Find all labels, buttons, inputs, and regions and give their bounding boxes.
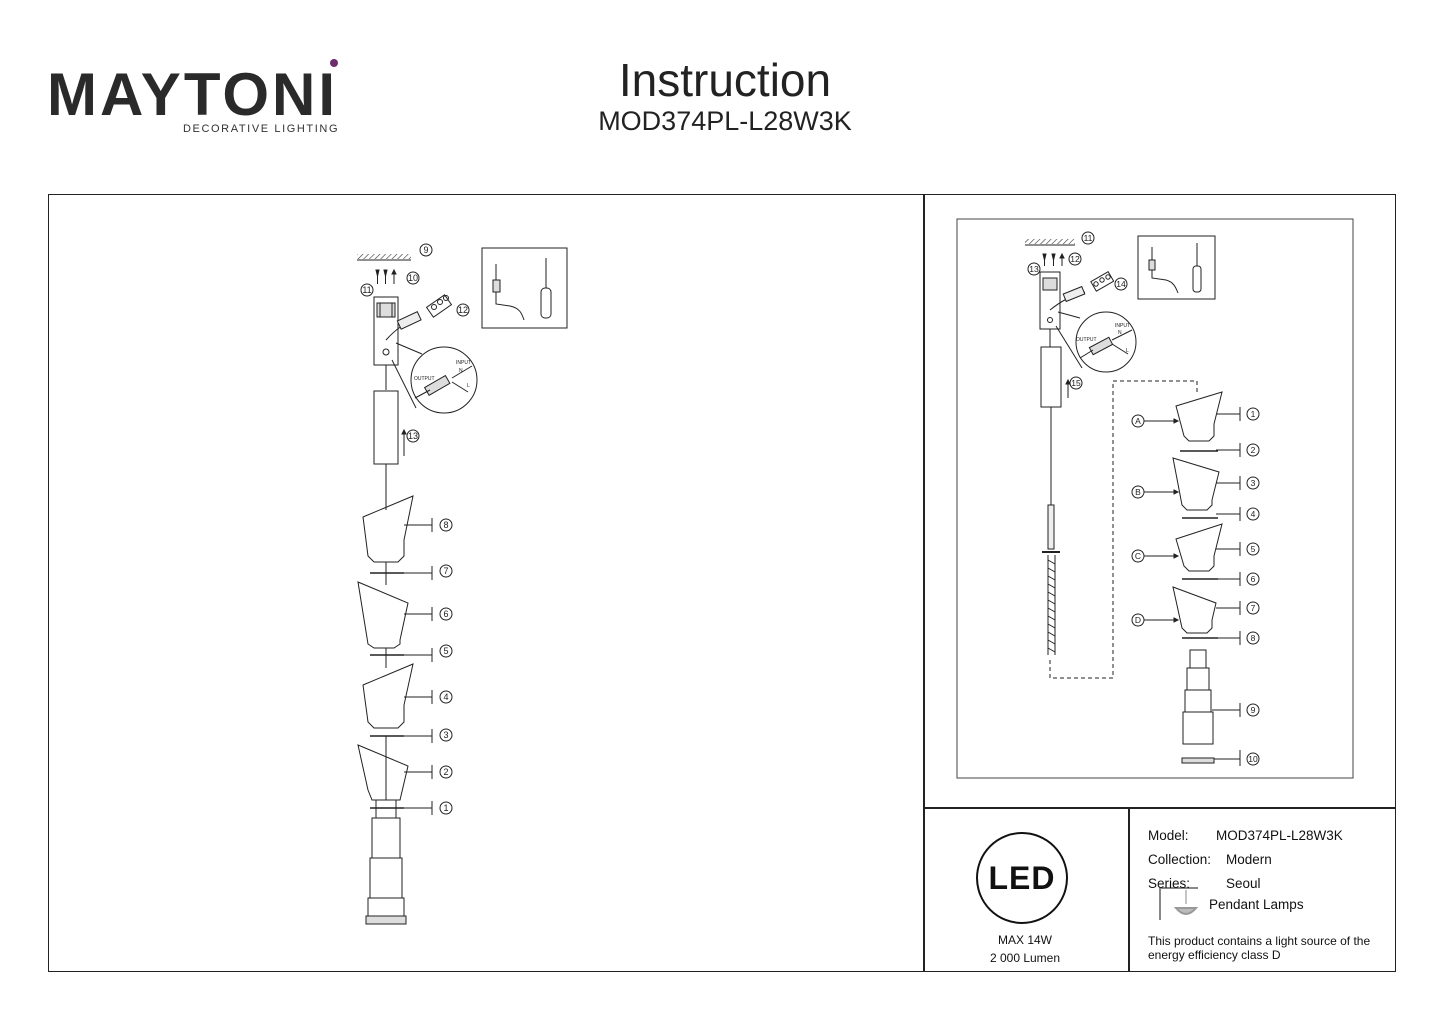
spec-collection-value: Modern bbox=[1226, 852, 1272, 867]
brand-tagline: DECORATIVE LIGHTING bbox=[183, 123, 340, 135]
left-label-7: 7 bbox=[443, 566, 448, 576]
left-shade-2 bbox=[357, 581, 409, 649]
left-label-10: 10 bbox=[408, 273, 418, 283]
right-label-15: 15 bbox=[1071, 378, 1081, 388]
spec-series-label: Series: bbox=[1148, 876, 1191, 891]
led-badge-text: LED bbox=[988, 860, 1056, 896]
right-shade-a bbox=[1175, 391, 1223, 442]
right-shade-c bbox=[1175, 523, 1223, 572]
right-label-11: 11 bbox=[1084, 233, 1093, 243]
left-light-tube bbox=[365, 799, 407, 925]
spec-collection-label: Collection: bbox=[1148, 852, 1212, 867]
right-letter-d: D bbox=[1135, 615, 1141, 625]
brand-dot bbox=[330, 59, 338, 67]
left-wiring-inset bbox=[410, 346, 478, 414]
right-diagram-frame bbox=[956, 218, 1354, 779]
left-bracket bbox=[376, 302, 396, 318]
left-inset-n: N bbox=[459, 368, 463, 374]
left-tool-inset bbox=[481, 247, 568, 329]
right-threaded-rod bbox=[1047, 555, 1056, 655]
pendant-lamp-icon bbox=[1159, 887, 1199, 920]
left-callout-lines bbox=[404, 518, 433, 815]
left-assembly bbox=[357, 247, 568, 925]
right-callout-lines bbox=[1212, 407, 1241, 766]
page-model: MOD374PL-L28W3K bbox=[598, 106, 852, 136]
right-dashed-guide bbox=[1049, 380, 1198, 679]
right-letter-c: C bbox=[1135, 551, 1141, 561]
right-letter-a: A bbox=[1135, 416, 1141, 426]
brand-logo: MAYTONI DECORATIVE LIGHTING bbox=[47, 58, 347, 138]
right-label-9: 9 bbox=[1251, 705, 1256, 715]
right-label-13: 13 bbox=[1029, 264, 1039, 274]
spec-model-value: MOD374PL-L28W3K bbox=[1216, 828, 1343, 843]
left-shade-3 bbox=[362, 663, 414, 729]
spec-model-label: Model: bbox=[1148, 828, 1189, 843]
right-light-tube bbox=[1182, 649, 1214, 745]
left-label-5: 5 bbox=[443, 646, 448, 656]
left-labels bbox=[360, 243, 470, 815]
page-title: Instruction bbox=[618, 54, 832, 106]
right-label-12: 12 bbox=[1070, 254, 1080, 264]
led-lumen: 2 000 Lumen bbox=[989, 951, 1061, 965]
right-assembly bbox=[1025, 235, 1241, 766]
left-screws bbox=[375, 268, 397, 284]
left-terminal-block bbox=[425, 294, 453, 318]
left-ceiling bbox=[357, 254, 411, 259]
left-shade-4 bbox=[357, 744, 409, 801]
frame-divider-horizontal bbox=[923, 807, 1396, 809]
right-inset-output: OUTPUT bbox=[1076, 337, 1097, 343]
left-label-11: 11 bbox=[362, 285, 371, 295]
left-inset-text: OUTPUT INPUT N L bbox=[414, 360, 471, 389]
left-inset-l: L bbox=[467, 383, 470, 389]
frame-divider-specs bbox=[1128, 807, 1130, 972]
right-inset-n: N bbox=[1118, 330, 1122, 336]
right-label-14: 14 bbox=[1116, 279, 1126, 289]
left-label-1: 1 bbox=[443, 803, 448, 813]
right-label-7: 7 bbox=[1251, 603, 1256, 613]
right-shade-d bbox=[1172, 586, 1217, 634]
led-power: MAX 14W bbox=[997, 933, 1052, 947]
left-label-4: 4 bbox=[443, 692, 448, 702]
left-inset-input: INPUT bbox=[456, 360, 471, 366]
right-driver bbox=[1040, 346, 1062, 408]
frame-divider-vertical bbox=[923, 194, 925, 972]
right-label-6: 6 bbox=[1251, 574, 1256, 584]
right-shade-b bbox=[1172, 457, 1220, 511]
right-label-10: 10 bbox=[1248, 754, 1258, 764]
left-inset-output: OUTPUT bbox=[414, 376, 435, 382]
right-label-4: 4 bbox=[1251, 509, 1256, 519]
left-label-text: 9 10 11 12 13 8 7 6 5 4 3 2 1 bbox=[362, 245, 468, 813]
left-label-12: 12 bbox=[458, 305, 468, 315]
left-label-3: 3 bbox=[443, 730, 448, 740]
right-wiring-inset bbox=[1075, 311, 1137, 373]
right-inset-l: L bbox=[1126, 348, 1129, 354]
right-label-3: 3 bbox=[1251, 478, 1256, 488]
left-label-13: 13 bbox=[408, 431, 418, 441]
spec-series-value: Seoul bbox=[1226, 876, 1261, 891]
right-label-text: 11 12 13 14 15 A B C D 1 2 3 4 5 6 7 8 9… bbox=[1029, 233, 1258, 764]
main-frame bbox=[48, 194, 1396, 972]
right-label-8: 8 bbox=[1251, 633, 1256, 643]
right-end-cap bbox=[1181, 757, 1215, 764]
right-terminal-block bbox=[1090, 270, 1115, 292]
right-labels bbox=[1027, 231, 1260, 766]
right-inset-text: OUTPUT INPUT N L bbox=[1076, 323, 1130, 354]
right-tool-inset bbox=[1137, 235, 1216, 300]
left-label-9: 9 bbox=[423, 245, 428, 255]
energy-note: This product contains a light source of … bbox=[1148, 934, 1371, 962]
right-label-5: 5 bbox=[1251, 544, 1256, 554]
right-letter-b: B bbox=[1135, 487, 1141, 497]
led-badge: LED bbox=[976, 832, 1068, 924]
right-inset-input: INPUT bbox=[1115, 323, 1130, 329]
right-label-1: 1 bbox=[1251, 409, 1256, 419]
right-label-2: 2 bbox=[1251, 445, 1256, 455]
brand-name: MAYTONI bbox=[47, 61, 339, 128]
left-label-6: 6 bbox=[443, 609, 448, 619]
left-driver bbox=[373, 390, 399, 465]
left-label-8: 8 bbox=[443, 520, 448, 530]
spec-type-value: Pendant Lamps bbox=[1209, 897, 1304, 912]
left-label-2: 2 bbox=[443, 767, 448, 777]
left-shade-1 bbox=[362, 495, 414, 563]
